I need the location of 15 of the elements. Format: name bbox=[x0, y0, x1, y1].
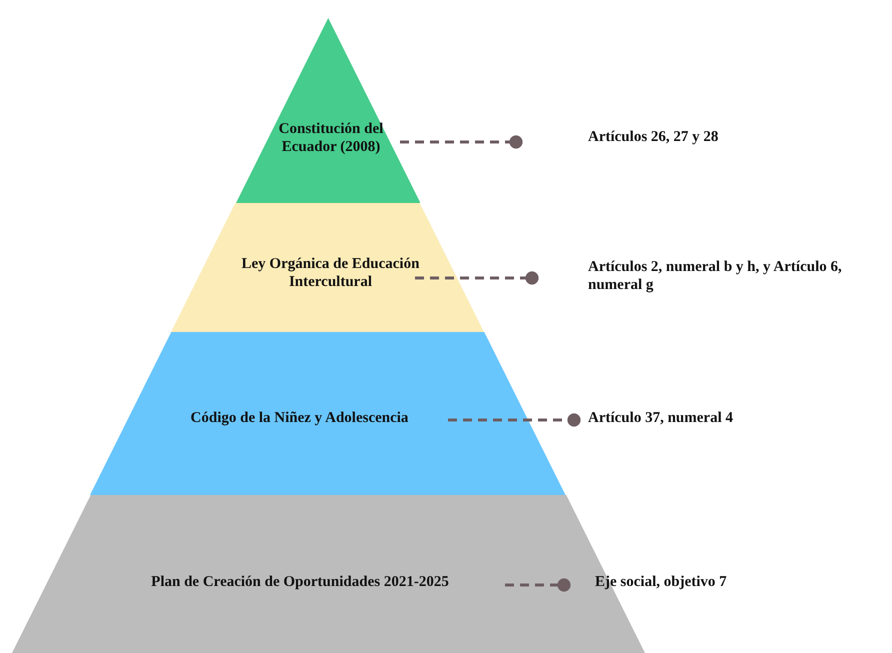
dashed-leader-line bbox=[448, 413, 581, 427]
tier-label: Ley Orgánica de Educación Intercultural bbox=[240, 255, 420, 291]
tier-label: Constitución del Ecuador (2008) bbox=[278, 120, 384, 156]
dashed-leader-line bbox=[415, 271, 539, 285]
dashed-leader-line bbox=[505, 578, 571, 592]
article-reference: Artículo 37, numeral 4 bbox=[588, 409, 848, 427]
tier-label: Código de la Niñez y Adolescencia bbox=[190, 409, 410, 427]
pyramid-tier bbox=[236, 18, 420, 203]
article-reference: Artículos 26, 27 y 28 bbox=[588, 128, 848, 146]
pyramid-tier bbox=[90, 332, 566, 495]
tier-label: Plan de Creación de Oportunidades 2021-2025 bbox=[150, 573, 450, 591]
article-reference: Eje social, objetivo 7 bbox=[595, 573, 855, 591]
pyramid-tier bbox=[171, 203, 484, 332]
dashed-leader-line bbox=[400, 135, 523, 149]
article-reference: Artículos 2, numeral b y h, y Artículo 6, numeral g bbox=[588, 258, 878, 294]
